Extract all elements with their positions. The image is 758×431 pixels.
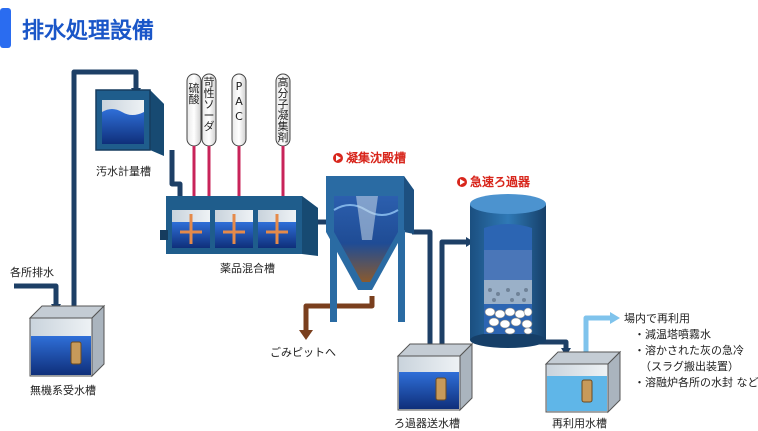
pipe-misc-drain <box>14 283 59 306</box>
sedimentation-label: 凝集沈殿槽 <box>346 150 406 165</box>
filter-feed-tank <box>396 342 474 412</box>
title-block: 排水処理設備 <box>0 8 154 48</box>
main-pipes <box>14 69 569 350</box>
rapid-filter-label: 急速ろ過器 <box>470 174 531 189</box>
reuse-list: ・減温塔噴霧水 ・溶かされた灰の急冷 （スラグ搬出装置） ・溶融炉各所の水封 な… <box>634 327 758 389</box>
to-pit-label: ごみピットへ <box>270 345 336 359</box>
flow-measuring-tank <box>95 89 164 156</box>
page-title: 排水処理設備 <box>22 18 154 44</box>
rapid-filter-heading: 急速ろ過器 <box>457 174 531 189</box>
pipe-inorganic-to-flow <box>71 69 139 344</box>
reuse-tank-label: 再利用水槽 <box>552 417 607 430</box>
rapid-filter <box>470 194 546 348</box>
reuse-item: ・溶かされた灰の急冷 <box>634 343 744 357</box>
pipe-feed-to-filter <box>439 239 468 348</box>
reuse-item: ・減温塔噴霧水 <box>634 327 711 341</box>
pipe-flow-to-mixing <box>169 150 183 200</box>
caustic-soda-label: 苛性ソーダ <box>204 75 215 133</box>
pipe-sludge-to-pit <box>303 296 375 332</box>
title-accent-bar <box>0 8 11 48</box>
reuse-arrow-icon <box>610 312 620 324</box>
sedimentation-heading: 凝集沈殿槽 <box>333 150 406 165</box>
filter-feed-tank-label: ろ過器送水槽 <box>394 416 460 430</box>
reuse-item: ・溶融炉各所の水封 など <box>634 375 758 389</box>
misc-drain-label: 各所排水 <box>10 265 54 279</box>
reuse-tank <box>544 350 622 414</box>
reuse-heading: 場内で再利用 <box>624 311 690 325</box>
flow-tank-label: 汚水計量槽 <box>96 164 151 178</box>
reuse-item: （スラグ搬出装置） <box>640 359 739 373</box>
sedimentation-tank <box>326 176 414 322</box>
chemical-mixing-tank <box>160 196 318 256</box>
inorganic-tank-label: 無機系受水槽 <box>30 383 96 397</box>
pipe-sed-to-feed <box>412 229 433 348</box>
polymer-label: 高分子凝集剤 <box>278 75 289 144</box>
inorganic-tank <box>28 304 106 378</box>
sulfuric-acid-label: 硫酸 <box>189 81 200 106</box>
mixing-tank-label: 薬品混合槽 <box>220 261 275 275</box>
sludge-arrow-icon <box>299 330 313 340</box>
